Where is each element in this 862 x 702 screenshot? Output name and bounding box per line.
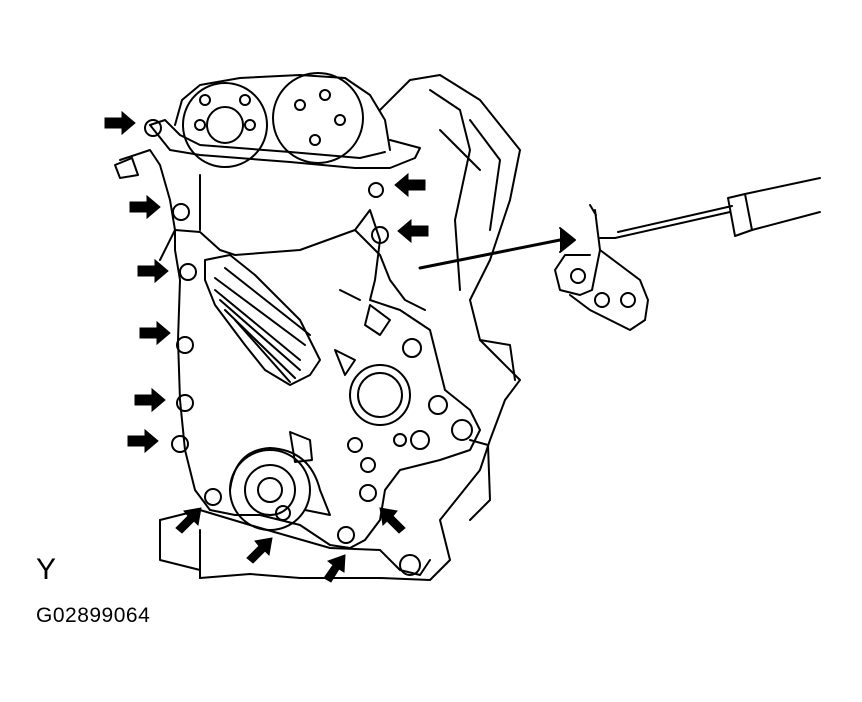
view-label: Y [36,553,57,586]
bolt-arrow-icon [127,428,159,454]
bolt-arrow-icon [175,507,202,534]
bolt-arrow-icon [129,194,161,220]
bolt-arrow-icon [134,387,166,413]
bolt-arrow-icon [104,110,136,136]
bolt-arrow-icon [397,218,429,244]
timing-chain-cover [159,174,481,549]
bolt-arrow-icons [104,110,429,583]
engine-block-outline [159,74,521,581]
screwdriver-icon [599,177,821,239]
oil-pan-edge [159,509,431,576]
bolt-arrow-icon [137,258,169,284]
bolt-arrow-icon [246,537,273,564]
camshaft-sprocket-intake [182,82,268,168]
bolt-arrow-icon [323,554,346,583]
bolt-arrow-icon [379,507,406,534]
leader-arrow-icon [418,227,576,270]
upper-cover [114,74,421,231]
figure-id: G02899064 [36,604,151,627]
bolt-arrow-icon [139,320,171,346]
inset-detail [554,204,649,331]
bolt-heads [144,119,389,544]
bolt-arrow-icon [394,172,426,198]
camshaft-sprocket-exhaust [272,72,364,164]
